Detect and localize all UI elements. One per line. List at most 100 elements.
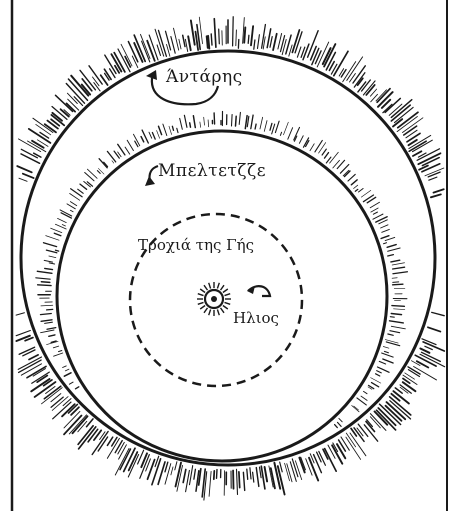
corona-stroke <box>325 449 337 472</box>
corona-stroke <box>54 233 61 236</box>
corona-stroke <box>350 433 366 456</box>
corona-stroke <box>127 140 133 150</box>
corona-stroke <box>185 39 187 51</box>
sun-ray <box>204 308 208 313</box>
corona-stroke <box>388 248 400 251</box>
corona-stroke <box>393 282 399 283</box>
corona-stroke <box>310 144 314 151</box>
corona-stroke <box>51 228 62 232</box>
corona-stroke <box>64 373 71 376</box>
corona-stroke <box>275 121 279 132</box>
corona-stroke <box>239 112 240 124</box>
corona-stroke <box>334 51 348 75</box>
corona-stroke <box>371 208 378 212</box>
corona-stroke <box>45 322 53 323</box>
corona-stroke <box>384 351 388 352</box>
sun-ray <box>217 283 219 289</box>
corona-stroke <box>390 331 400 333</box>
corona-stroke <box>107 151 115 162</box>
corona-stroke <box>256 468 259 487</box>
corona-stroke <box>280 462 283 472</box>
corona-stroke <box>388 255 394 256</box>
corona-stroke <box>388 334 393 335</box>
corona-stroke <box>73 416 88 433</box>
corona-stroke <box>62 404 75 416</box>
corona-stroke <box>165 462 168 472</box>
sun-icon <box>197 282 231 316</box>
corona-stroke <box>364 391 368 393</box>
corona-stroke <box>244 27 245 42</box>
corona-stroke <box>280 132 281 135</box>
corona-stroke <box>183 35 185 46</box>
corona-stroke <box>382 353 394 357</box>
corona-stroke <box>58 218 67 222</box>
sun-ray <box>198 302 204 304</box>
corona-stroke <box>382 229 390 232</box>
corona-stroke <box>87 169 97 178</box>
corona-stroke <box>16 313 24 315</box>
corona-stroke <box>239 472 240 488</box>
corona-stroke <box>351 180 357 185</box>
corona-stroke <box>248 35 249 43</box>
corona-stroke <box>200 122 201 127</box>
corona-stroke <box>76 387 79 389</box>
corona-stroke <box>376 217 387 222</box>
corona-stroke <box>348 174 355 181</box>
corona-stroke <box>99 159 107 168</box>
corona-stroke <box>46 236 59 241</box>
corona-stroke <box>339 418 342 421</box>
corona-stroke <box>383 347 389 349</box>
corona-stroke <box>233 17 234 46</box>
corona-stroke <box>45 268 53 269</box>
corona-stroke <box>92 432 108 455</box>
corona-stroke <box>391 260 400 262</box>
corona-stroke <box>180 118 183 129</box>
inner-star-label: Μπελτετζζε <box>158 161 266 181</box>
corona-stroke <box>386 342 399 346</box>
corona-stroke <box>391 105 410 121</box>
corona-stroke <box>361 396 367 400</box>
corona-stroke <box>16 331 30 336</box>
corona-stroke <box>179 39 181 49</box>
corona-stroke <box>379 361 385 364</box>
corona-stroke <box>157 45 160 55</box>
inner-star-corona <box>36 111 408 427</box>
corona-stroke <box>188 36 191 50</box>
corona-stroke <box>62 225 65 227</box>
corona-stroke <box>41 320 52 322</box>
corona-stroke <box>253 472 254 482</box>
corona-stroke <box>56 95 73 111</box>
corona-stroke <box>355 189 358 191</box>
corona-stroke <box>193 116 195 128</box>
corona-stroke <box>214 471 215 479</box>
corona-stroke <box>183 470 186 483</box>
corona-stroke <box>118 442 125 454</box>
corona-stroke <box>354 185 358 188</box>
corona-stroke <box>273 34 277 50</box>
corona-stroke <box>392 263 404 265</box>
corona-stroke <box>40 314 51 315</box>
corona-stroke <box>37 271 52 273</box>
corona-stroke <box>381 236 389 239</box>
corona-stroke <box>44 260 52 262</box>
corona-stroke <box>270 37 272 48</box>
corona-stroke <box>194 469 196 479</box>
sun-label: Ηλιος <box>233 309 279 327</box>
corona-stroke <box>278 34 282 50</box>
corona-stroke <box>299 136 303 144</box>
corona-stroke <box>87 419 94 427</box>
corona-stroke <box>370 202 379 208</box>
corona-stroke <box>44 243 57 247</box>
corona-stroke <box>341 437 349 450</box>
corona-stroke <box>325 153 329 159</box>
corona-stroke <box>265 467 268 481</box>
sun-ray <box>209 283 211 289</box>
corona-stroke <box>251 26 253 45</box>
corona-stroke <box>23 350 35 356</box>
corona-stroke <box>392 306 405 307</box>
corona-stroke <box>56 250 59 251</box>
corona-stroke <box>289 45 292 56</box>
corona-stroke <box>47 309 53 310</box>
corona-stroke <box>67 204 75 209</box>
corona-stroke <box>434 189 444 192</box>
